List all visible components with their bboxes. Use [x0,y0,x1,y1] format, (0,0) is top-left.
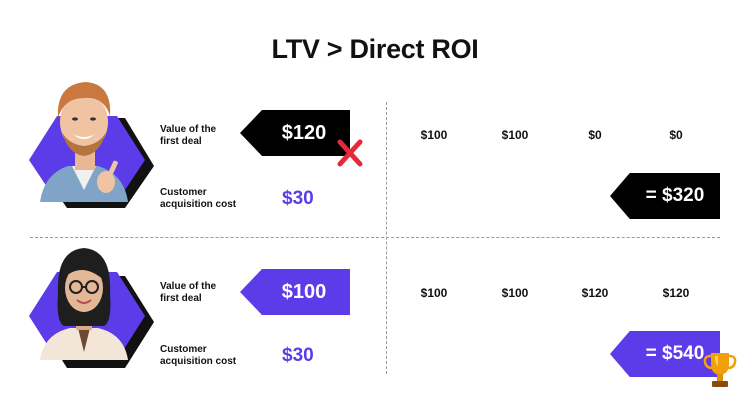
first-deal-value-row1: $120 [240,110,350,156]
cac-label-row2: Customer acquisition cost [160,344,237,367]
month-value: $0 [588,128,602,142]
month-value: $0 [669,128,683,142]
cac-value-row1: $30 [282,188,314,209]
ltv-total-row1: = $320 [610,173,720,219]
horizontal-divider [30,237,720,238]
month-value: $100 [420,286,448,300]
cross-icon [337,138,363,168]
month-value: $100 [501,286,529,300]
avatar-man [20,74,170,209]
month-value: $100 [501,128,529,142]
first-deal-value-row2: $100 [240,269,350,315]
trophy-icon [703,350,737,390]
cac-label-row1: Customer acquisition cost [160,187,237,210]
month-value: $120 [581,286,609,300]
month-value: $120 [662,286,690,300]
vertical-divider [386,102,387,374]
month-value: $100 [420,128,448,142]
avatar-woman [20,242,170,372]
page-title: LTV > Direct ROI [271,34,479,64]
ltv-total-row2: = $540 [610,331,720,377]
value-label-row2: Value of the first deal [160,281,217,304]
value-label-row1: Value of the first deal [160,124,217,147]
cac-value-row2: $30 [282,345,314,366]
